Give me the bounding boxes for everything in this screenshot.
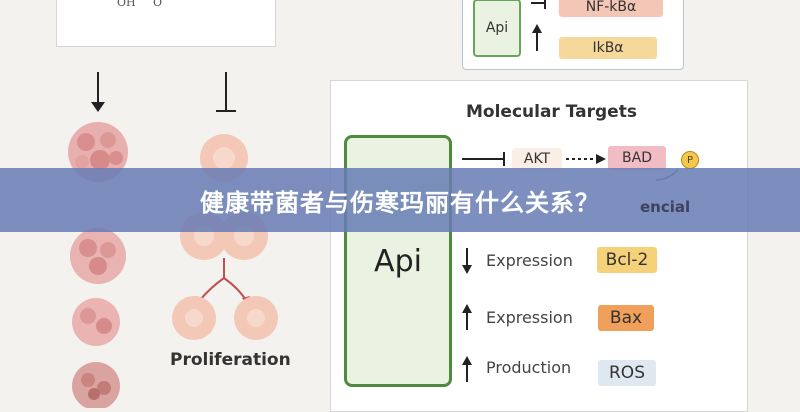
proliferation-label: Proliferation [170, 350, 291, 370]
bax-tag: Bax [598, 305, 654, 331]
dividing-cells [172, 134, 278, 340]
tumor-cluster-3 [72, 298, 120, 346]
nfkb-label: NF-kBα [585, 0, 637, 15]
split-arrows [199, 258, 247, 301]
bad-tag: BAD [608, 146, 666, 170]
dotted-arrow-icon [596, 154, 606, 164]
ikb-tag: IkBα [559, 37, 657, 59]
banner-text: 健康带菌者与伤寒玛丽有什么关系？ [200, 188, 600, 217]
api-small-label: Api [485, 20, 509, 36]
down-arrow-icon [91, 102, 105, 112]
down-arrow-bcl2 [462, 248, 472, 274]
ros-tag: ROS [598, 360, 656, 386]
title-banner: 健康带菌者与伤寒玛丽有什么关系？ [0, 168, 800, 232]
molecule-panel: OH O [56, 0, 276, 47]
bax-row-text: Expression [486, 308, 573, 327]
up-arrow-bax [462, 304, 472, 330]
ikb-label: IkBα [592, 40, 624, 56]
tumor-cell-clusters [68, 122, 128, 408]
nfkb-arrows [531, 0, 546, 51]
akt-label: AKT [523, 151, 551, 167]
phosphate-badge: P [681, 151, 699, 169]
up-arrow-icon [532, 24, 542, 33]
up-arrow-icon [462, 356, 472, 365]
api-box-small: Api [473, 0, 521, 57]
bcl2-tag: Bcl-2 [597, 247, 657, 273]
phosphate-label: P [686, 154, 694, 166]
bad-label: BAD [622, 150, 652, 166]
daughter-cells [172, 296, 278, 340]
ros-row-text: Production [486, 358, 572, 377]
targets-title: Molecular Targets [466, 102, 637, 122]
molecule-bonds [57, 0, 275, 10]
nfkb-panel: Api NF-kBα IkBα [462, 0, 684, 70]
bcl2-row-text: Expression [486, 251, 573, 270]
ros-label: ROS [609, 363, 645, 383]
hydroxyl-label: OH [117, 0, 136, 9]
bcl2-label: Bcl-2 [605, 250, 649, 270]
down-arrow-icon [462, 265, 472, 274]
tumor-cluster-1 [68, 122, 128, 182]
up-arrow-ros [462, 356, 472, 382]
oxygen-label: O [153, 0, 163, 9]
pathway-arrows [91, 72, 236, 112]
up-arrow-icon [462, 304, 472, 313]
api-large-label: Api [374, 243, 422, 279]
bax-label: Bax [609, 308, 643, 328]
nfkb-tag: NF-kBα [559, 0, 663, 17]
tumor-cluster-4 [72, 362, 120, 408]
partial-word: encial [640, 198, 691, 216]
akt-tag: AKT [512, 148, 562, 170]
tumor-cluster-2 [70, 228, 126, 284]
